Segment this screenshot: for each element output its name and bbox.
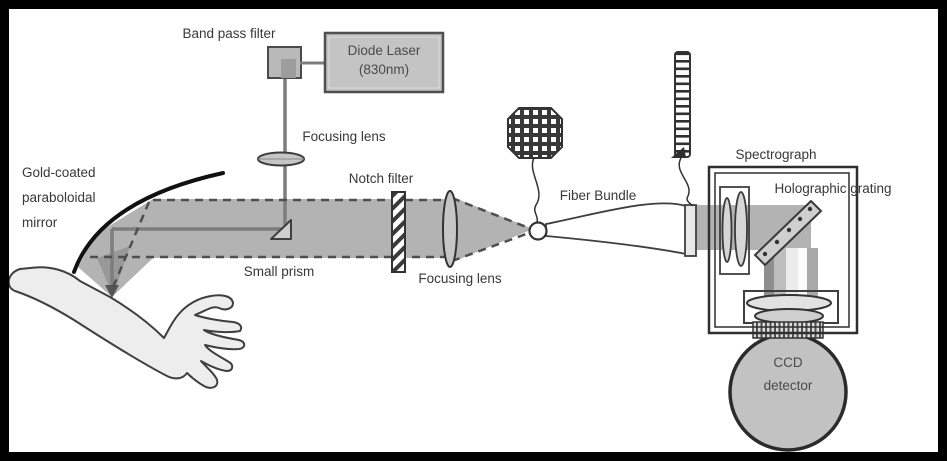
spectrograph-box-inner [714,172,850,328]
fiber-bundle-horn [545,202,687,256]
small-prism-label: Small prism [243,264,315,279]
fiber-linear-end-face [674,51,691,158]
exit-lens-lower [754,308,824,324]
diode-laser-box-inner [328,36,440,89]
holographic-grating-label: Holographic grating [774,181,892,196]
ccd-detector-label: CCD detector [764,351,813,397]
laser-focus-spot [105,285,119,298]
paraboloidal-mirror-arc [72,171,225,274]
diode-laser-label-line2: (830nm) [358,62,410,77]
fiber-linear-end-lead [678,157,694,207]
band-pass-filter-inner [281,59,296,78]
paraboloidal-mirror-label: Gold-coated paraboloidal mirror [22,160,96,235]
collimating-lens-2 [734,191,748,267]
diode-laser-box [323,31,445,94]
dispersed-beam-column [764,248,818,302]
spectrograph-box-outer [707,165,859,335]
diode-laser-label: Diode Laser (830nm) [325,41,443,79]
fiber-bundle-label: Fiber Bundle [559,188,637,203]
spectrograph-label: Spectrograph [735,147,817,162]
focusing-lens-mid-label: Focusing lens [418,271,502,286]
ccd-label-line1: CCD [773,355,803,370]
small-prism [270,219,292,240]
holographic-grating [754,200,822,266]
notch-filter [391,191,406,273]
ccd-label-line2: detector [763,378,813,393]
mirror-label-line2: paraboloidal [22,190,96,205]
collimating-lens-1 [721,197,733,263]
beam-fan-left [78,199,153,297]
notch-filter-label: Notch filter [348,171,414,186]
focusing-lens-mid [442,190,458,268]
fiber-round-end-lead [531,157,540,223]
laser-beam-lines [110,52,287,293]
arm-hand-drawing [7,266,246,389]
collimating-lens-housing [719,186,750,275]
band-pass-filter-label: Band pass filter [182,26,276,41]
ccd-coupling [752,321,824,339]
fiber-linear-end-foot [671,147,686,158]
diode-laser-label-line1: Diode Laser [347,43,421,58]
beam-converge-triangle [450,196,533,263]
mirror-label-line3: mirror [22,215,58,230]
fiber-bundle-tip [528,221,548,241]
mirror-label-line1: Gold-coated [22,165,96,180]
fiber-bundle-mouth [684,204,697,257]
grating-groove-dots [762,206,813,257]
focusing-lens-top-label: Focusing lens [302,129,386,144]
fiber-round-end-face [507,107,563,159]
